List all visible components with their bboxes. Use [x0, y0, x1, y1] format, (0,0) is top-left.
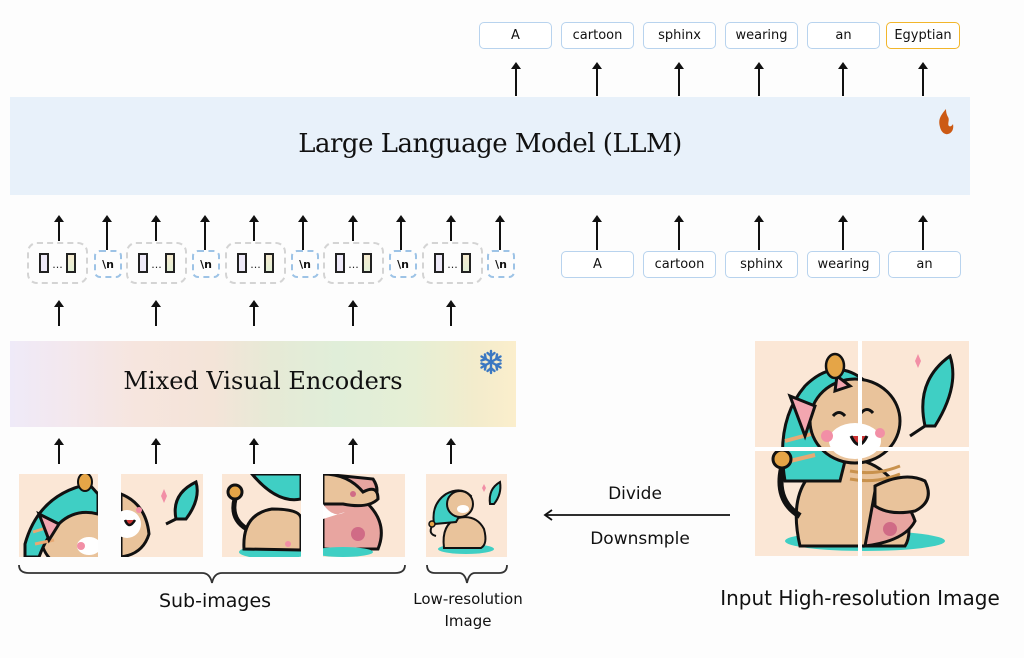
arrow-up-icon	[495, 215, 505, 250]
visual-token-last	[65, 253, 76, 273]
arrow-up-icon	[446, 300, 456, 326]
visual-token-last	[164, 253, 175, 273]
arrow-up-icon	[249, 300, 259, 326]
arrow-up-icon	[918, 215, 928, 250]
input-image-label: Input High-resolution Image	[720, 586, 1000, 610]
visual-token-group: ...	[422, 242, 483, 284]
arrow-up-icon	[838, 215, 848, 250]
visual-token-first	[138, 253, 149, 273]
visual-token-first	[237, 253, 248, 273]
arrow-up-icon	[200, 215, 210, 250]
visual-token-last	[263, 253, 274, 273]
low-res-label-line2: Image	[444, 612, 492, 630]
ellipsis: ...	[250, 257, 261, 271]
output-token-highlighted: Egyptian	[886, 22, 960, 49]
arrow-up-icon	[249, 215, 259, 241]
visual-token-first	[434, 253, 445, 273]
arrow-left-icon	[543, 509, 730, 521]
input-text-token: wearing	[807, 251, 880, 278]
llm-block: Large Language Model (LLM)	[10, 97, 970, 195]
arrow-up-icon	[151, 438, 161, 464]
arrow-up-icon	[54, 300, 64, 326]
visual-token-group: ...	[225, 242, 286, 284]
low-res-label-line1: Low-resolution	[413, 590, 523, 608]
visual-token-first	[335, 253, 346, 273]
output-token: cartoon	[561, 22, 634, 49]
low-res-brace	[426, 564, 508, 584]
arrow-up-icon	[249, 438, 259, 464]
visual-token-first	[39, 253, 50, 273]
arrow-up-icon	[348, 300, 358, 326]
newline-token: \n	[487, 250, 515, 278]
arrow-up-icon	[592, 62, 602, 96]
ellipsis: ...	[52, 257, 63, 271]
ellipsis: ...	[151, 257, 162, 271]
visual-token-last	[361, 253, 372, 273]
visual-token-group: ...	[27, 242, 88, 284]
arrow-up-icon	[446, 438, 456, 464]
arrow-up-icon	[54, 438, 64, 464]
visual-token-group: ...	[126, 242, 187, 284]
downsample-label: Downsmple	[590, 529, 690, 549]
arrow-up-icon	[54, 215, 64, 241]
arrow-up-icon	[348, 215, 358, 241]
arrow-up-icon	[151, 300, 161, 326]
newline-token: \n	[192, 250, 220, 278]
output-token: A	[479, 22, 552, 49]
arrow-up-icon	[674, 215, 684, 250]
input-high-resolution-image	[755, 341, 969, 556]
output-token: wearing	[725, 22, 798, 49]
input-text-token: A	[561, 251, 634, 278]
output-token: an	[807, 22, 880, 49]
divide-label: Divide	[608, 484, 662, 504]
sub-image-top-right	[121, 474, 203, 557]
visual-encoder-block: Mixed Visual Encoders	[10, 341, 516, 427]
visual-token-last	[460, 253, 471, 273]
fire-icon	[939, 109, 954, 135]
newline-token: \n	[94, 250, 122, 278]
sub-image-bottom-right	[323, 474, 405, 557]
input-text-token: cartoon	[643, 251, 716, 278]
arrow-up-icon	[592, 215, 602, 250]
arrow-up-icon	[348, 438, 358, 464]
ellipsis: ...	[447, 257, 458, 271]
arrow-up-icon	[298, 215, 308, 250]
snowflake-icon	[478, 349, 504, 375]
arrow-up-icon	[674, 62, 684, 96]
arrow-up-icon	[838, 62, 848, 96]
arrow-up-icon	[396, 215, 406, 250]
arrow-up-icon	[102, 215, 112, 250]
arrow-up-icon	[511, 62, 521, 96]
input-text-token: an	[888, 251, 961, 278]
sub-images-label: Sub-images	[158, 590, 272, 612]
newline-token: \n	[291, 250, 319, 278]
arrow-up-icon	[151, 215, 161, 241]
sub-images-brace	[18, 564, 406, 584]
output-token: sphinx	[643, 22, 716, 49]
encoder-title: Mixed Visual Encoders	[123, 367, 403, 395]
arrow-up-icon	[446, 215, 456, 241]
llm-title: Large Language Model (LLM)	[298, 129, 682, 159]
visual-token-group: ...	[323, 242, 384, 284]
sub-image-top-left	[19, 474, 98, 557]
ellipsis: ...	[348, 257, 359, 271]
input-text-token: sphinx	[725, 251, 798, 278]
newline-token: \n	[389, 250, 417, 278]
low-resolution-image	[426, 474, 507, 557]
arrow-up-icon	[754, 62, 764, 96]
arrow-up-icon	[918, 62, 928, 96]
arrow-up-icon	[754, 215, 764, 250]
sub-image-bottom-left	[222, 474, 301, 557]
